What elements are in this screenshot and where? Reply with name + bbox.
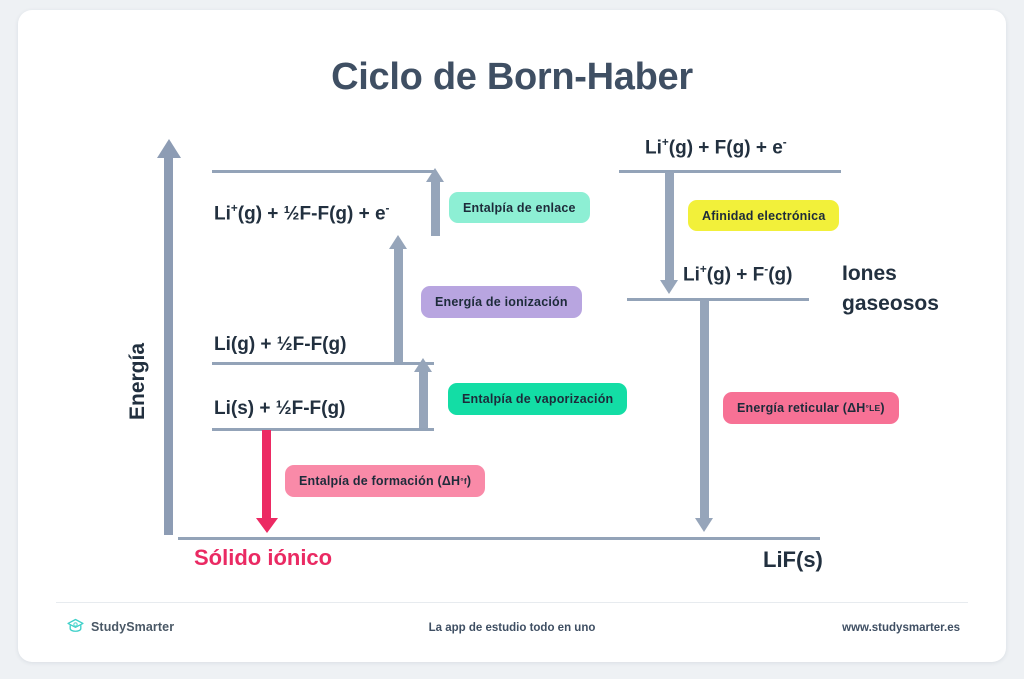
footer-divider — [56, 602, 968, 603]
page-title: Ciclo de Born-Haber — [331, 56, 693, 98]
up-arrow-icon — [157, 139, 181, 158]
badge-vaporization[interactable]: Entalpía de vaporización — [448, 383, 628, 415]
energy-axis-shaft — [164, 157, 173, 535]
caption-gaseous-ions-line2: gaseosos — [842, 292, 939, 316]
diagram-card: Ciclo de Born-Haber Energía Li+(g) + ½F-… — [18, 10, 1006, 662]
level-label-li-gas: Li(g) + ½F-F(g) — [214, 334, 347, 355]
brand: StudySmarter — [66, 617, 174, 636]
footer-tagline: La app de estudio todo en uno — [428, 622, 596, 634]
badge-ionization-energy[interactable]: Energía de ionización — [421, 286, 582, 318]
graduation-cap-icon — [66, 617, 85, 636]
energy-axis-label: Energía — [126, 342, 149, 420]
footer: StudySmarter La app de estudio todo en u… — [56, 613, 968, 647]
badge-lattice-energy[interactable]: Energía reticular (ΔH°LE) — [723, 392, 899, 424]
level-label-top-right: Li+(g) + F(g) + e- — [645, 136, 787, 159]
badge-electron-affinity[interactable]: Afinidad electrónica — [688, 200, 840, 231]
level-line-top-right — [619, 170, 841, 173]
level-label-ions-gas: Li+(g) + F-(g) — [683, 263, 793, 286]
level-label-ion-left: Li+(g) + ½F-F(g) + e- — [214, 202, 390, 225]
brand-name: StudySmarter — [91, 619, 175, 634]
badge-formation-enthalpy[interactable]: Entalpía de formación (ΔH°f) — [285, 465, 486, 497]
caption-gaseous-ions: Iones gaseosos — [842, 259, 939, 320]
level-label-li-solid: Li(s) + ½F-F(g) — [214, 398, 346, 419]
level-line-ions-gas — [627, 298, 809, 301]
badge-bond-enthalpy[interactable]: Entalpía de enlace — [449, 192, 590, 223]
footer-website: www.studysmarter.es — [842, 622, 960, 634]
level-line-ion-left — [212, 170, 434, 173]
level-line-li-solid — [212, 428, 434, 431]
caption-product: LiF(s) — [763, 547, 823, 572]
caption-ionic-solid: Sólido iónico — [194, 545, 333, 570]
level-line-baseline — [178, 537, 820, 540]
caption-gaseous-ions-line1: Iones — [842, 262, 897, 285]
level-line-li-gas — [212, 362, 434, 365]
